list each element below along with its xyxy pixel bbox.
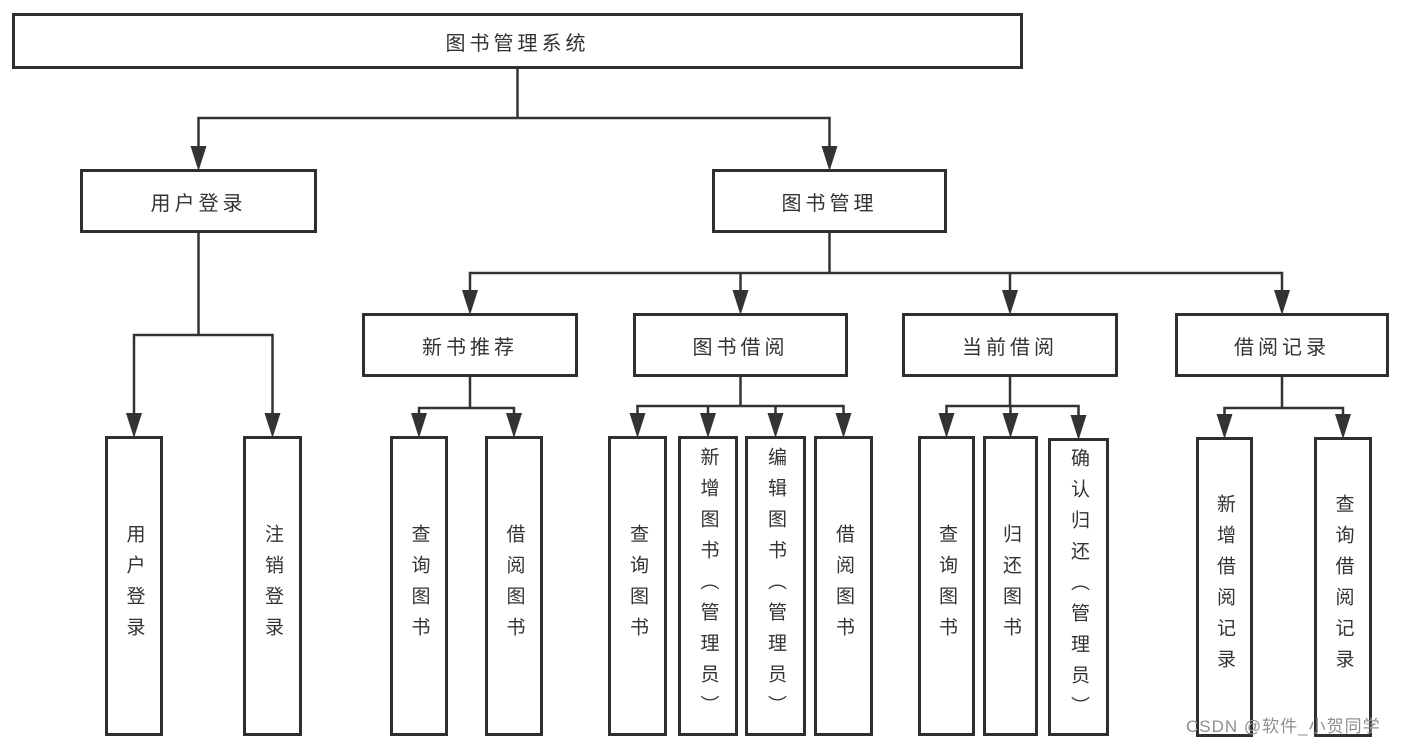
watermark: CSDN @软件_小贺同学 <box>1186 717 1381 736</box>
node-label: 新书推荐 <box>422 336 518 359</box>
arrowhead <box>629 413 646 438</box>
arrowhead <box>126 413 142 438</box>
arrowhead <box>1335 414 1351 439</box>
arrowhead <box>264 413 281 438</box>
arrowhead <box>821 146 838 171</box>
connector-book-borrow <box>629 375 852 438</box>
arrowhead <box>1274 290 1290 315</box>
node-label: 注销登录 <box>262 524 283 648</box>
arrowhead <box>462 290 478 315</box>
node-label: 图书借阅 <box>692 336 789 359</box>
arrowhead <box>1002 290 1018 315</box>
node-leaf-logout: 注销登录 <box>243 436 302 736</box>
node-cb-query-books: 查询图书 <box>918 436 975 736</box>
node-cb-confirm-return: 确认归还（管理员） <box>1048 438 1109 736</box>
node-book-mgmt: 图书管理 <box>712 169 947 233</box>
arrowhead <box>700 413 716 438</box>
node-book-borrow: 图书借阅 <box>633 313 848 377</box>
node-label: 借阅图书 <box>833 524 854 648</box>
node-label: 查询图书 <box>408 524 430 648</box>
arrowhead <box>835 413 852 438</box>
node-label: 借阅图书 <box>503 524 525 648</box>
arrowhead <box>1216 414 1233 439</box>
connector-book-mgmt <box>462 231 1290 315</box>
node-label: 编辑图书（管理员） <box>765 446 786 726</box>
node-borrow-records: 借阅记录 <box>1175 313 1389 377</box>
arrowhead <box>767 413 784 438</box>
node-bb-borrow-books: 借阅图书 <box>814 436 873 736</box>
node-current-borrow: 当前借阅 <box>902 313 1118 377</box>
connector-new-book-rec <box>411 375 522 438</box>
arrowhead <box>411 413 427 438</box>
node-label: 图书管理系统 <box>445 32 590 55</box>
connector-user-login <box>126 231 281 438</box>
node-user-login: 用户登录 <box>80 169 317 233</box>
node-br-add-record: 新增借阅记录 <box>1196 437 1253 737</box>
node-cb-return-books: 归还图书 <box>983 436 1038 736</box>
node-label: 当前借阅 <box>962 336 1058 359</box>
node-label: 新增借阅记录 <box>1214 494 1235 680</box>
arrowhead <box>506 413 522 438</box>
node-br-query-record: 查询借阅记录 <box>1314 437 1372 737</box>
node-bb-query-books: 查询图书 <box>608 436 667 736</box>
arrowhead <box>1002 413 1019 438</box>
node-label: 归还图书 <box>1000 524 1021 648</box>
node-label: 用户登录 <box>123 524 145 648</box>
node-label: 借阅记录 <box>1234 336 1330 359</box>
node-bb-add-books: 新增图书（管理员） <box>678 436 738 736</box>
node-leaf-user-login: 用户登录 <box>105 436 163 736</box>
connector-borrow-records <box>1216 375 1351 439</box>
arrowhead <box>732 290 749 315</box>
connector-current-borrow <box>938 375 1087 440</box>
node-label: 查询图书 <box>627 524 648 648</box>
node-rec-query-books: 查询图书 <box>390 436 448 736</box>
node-bb-edit-books: 编辑图书（管理员） <box>745 436 806 736</box>
node-label: 确认归还（管理员） <box>1068 447 1089 727</box>
node-root: 图书管理系统 <box>12 13 1023 69</box>
node-rec-borrow-books: 借阅图书 <box>485 436 543 736</box>
arrowhead <box>938 413 955 438</box>
arrowhead <box>190 146 207 171</box>
node-label: 查询图书 <box>936 524 957 648</box>
node-label: 图书管理 <box>781 192 878 215</box>
node-label: 新增图书（管理员） <box>697 446 719 726</box>
node-new-book-rec: 新书推荐 <box>362 313 578 377</box>
node-label: 用户登录 <box>150 192 247 215</box>
node-label: 查询借阅记录 <box>1332 494 1354 680</box>
arrowhead <box>1070 415 1087 440</box>
connector-root <box>190 67 838 171</box>
